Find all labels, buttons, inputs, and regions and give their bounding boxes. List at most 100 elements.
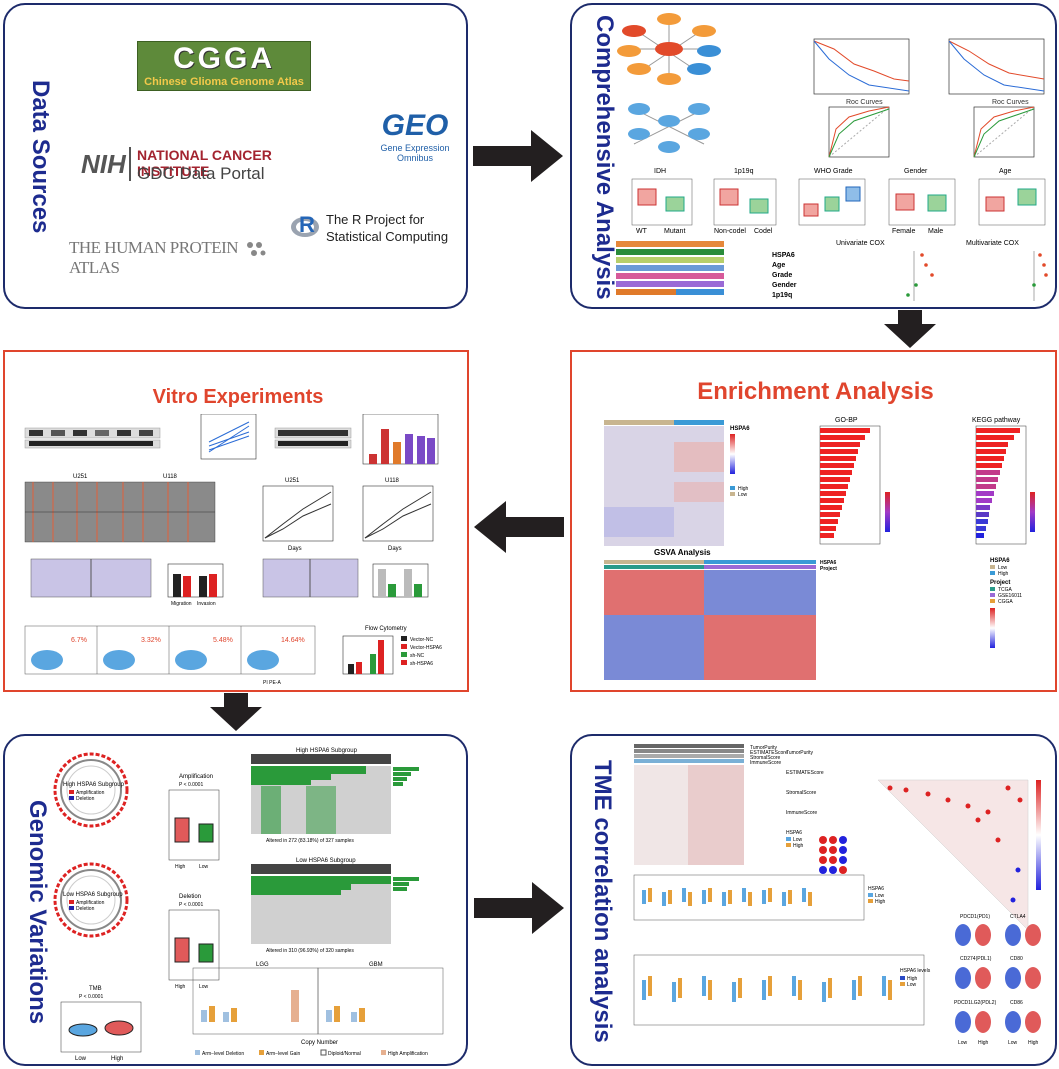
- enrichment-panel: Enrichment Analysis HSPA6 High Low G: [570, 350, 1057, 692]
- tme-legend-purity: TumorPurity: [786, 750, 814, 756]
- tme-heatmap: TumorPurity ESTIMATEScore StromalScore I…: [634, 744, 824, 865]
- mrna-legend-title: HSPA6 levels: [900, 968, 931, 974]
- tmb-title: TMB: [89, 986, 102, 992]
- del-box-p: P < 0.0001: [179, 902, 203, 908]
- tme-row-stromal: StromalScore: [750, 755, 781, 761]
- flow-cytometry: 6.7% 3.32% 5.48% 14.64% PI PE-A Flow Cyt…: [24, 625, 442, 686]
- violin-low-1: Low: [958, 1040, 968, 1046]
- tme-legend-estimate: ESTIMATEScore: [786, 770, 824, 776]
- kegg-title: KEGG pathway: [972, 417, 1021, 424]
- circos-high-del: Deletion: [76, 796, 95, 802]
- enrichment-figures: HSPA6 High Low GO-BP: [604, 417, 1035, 680]
- box-idh-mutant: Mutant: [664, 228, 685, 235]
- tme-figures: TumorPurity ESTIMATEScore StromalScore I…: [633, 744, 1041, 1046]
- circos-high: High HSPA6 Subgroup Amplification Deleti…: [53, 752, 129, 828]
- roc-title-1: Roc Curves: [846, 99, 883, 106]
- tmb-low: Low: [75, 1056, 87, 1062]
- box-age-title: Age: [999, 168, 1012, 175]
- heat-legend-hspa6: HSPA6: [730, 426, 750, 432]
- circos-low-del: Deletion: [76, 906, 95, 912]
- infil-legend-high: High: [875, 899, 886, 905]
- box-idh-title: IDH: [654, 168, 666, 175]
- days-label-1: Days: [288, 546, 302, 552]
- gsva-side-hspa6: HSPA6: [990, 558, 1010, 564]
- violin-cd274: CD274(PDL1): [960, 956, 992, 962]
- arrow-right-top: [473, 130, 563, 182]
- del-box-high: High: [175, 984, 186, 990]
- geo-logo-sub: Gene Expression Omnibus: [380, 143, 450, 163]
- mrna-legend-high: High: [907, 976, 918, 982]
- violin-low-2: Low: [1008, 1040, 1018, 1046]
- infil-gbm: GBM: [369, 962, 383, 968]
- amp-box-high: High: [175, 864, 186, 870]
- flow-legend-sh-nc: sh-NC: [410, 653, 425, 659]
- tme-legend-immune: ImmuneScore: [786, 810, 817, 816]
- cox-univariate-title: Univariate COX: [836, 240, 885, 247]
- data-sources-title: Data Sources: [27, 80, 54, 234]
- nci-name: NATIONAL CANCER INSTITUTE: [137, 147, 272, 179]
- roc-curves: Roc Curves Roc Curves: [828, 99, 1035, 158]
- tme-row-immune: ImmuneScore: [750, 760, 781, 766]
- hpa-logo: THE HUMAN PROTEIN ATLAS: [69, 238, 269, 277]
- violin-pdcd1: PDCD1(PD1): [960, 914, 990, 920]
- infil-legend-diploid: Diploid/Normal: [328, 1051, 361, 1057]
- mrna-legend-low: Low: [907, 982, 917, 988]
- checkpoint-violins: PDCD1(PD1) CTLA4 CD274(PDL1) CD80 PDCD1L…: [954, 914, 1041, 1046]
- circos-high-label: High HSPA6 Subgroup: [63, 782, 125, 788]
- tme-legend-hspa6: HSPA6: [786, 830, 802, 836]
- r-logo-icon: [291, 217, 319, 237]
- violin-ctla4: CTLA4: [1010, 914, 1026, 920]
- clinical-heatmap: [616, 241, 724, 295]
- tme-row-estimate: ESTIMATEScore: [750, 750, 788, 756]
- tme-row-purity: TumorPurity: [750, 745, 778, 751]
- nih-badge: NIH: [81, 147, 131, 181]
- wound-healing: U251 U118: [24, 474, 216, 543]
- oncoplot-high: High HSPA6 Subgroup Altered in 272 (83.1…: [251, 748, 419, 844]
- flow-pct-2: 3.32%: [141, 637, 161, 644]
- go-bp-title: GO-BP: [835, 417, 858, 424]
- cgga-logo-sub: Chinese Glioma Genome Atlas: [144, 76, 304, 88]
- tmb-high: High: [111, 1056, 123, 1062]
- infil-legend-low: Low: [875, 893, 885, 899]
- ppi-network: [617, 13, 721, 153]
- enrichment-title: Enrichment Analysis: [697, 378, 934, 405]
- wound-u251-label: U251: [73, 474, 88, 480]
- box-1p19q-noncodel: Non-codel: [714, 228, 746, 235]
- clinical-boxplots: IDH WT Mutant 1p19q Non-codel Codel WHO …: [631, 168, 1046, 235]
- cox-row-grade: Grade: [772, 272, 792, 279]
- flow-pct-3: 5.48%: [213, 637, 233, 644]
- flow-axis-label: PI PE-A: [263, 680, 281, 686]
- oncoplot-low: Low HSPA6 Subgroup Altered in 310 (96.93…: [251, 858, 419, 954]
- km-curves: [813, 38, 1045, 95]
- cox-row-age: Age: [772, 262, 785, 269]
- tme-legend-high: High: [793, 843, 804, 849]
- box-1p19q-title: 1p19q: [734, 168, 754, 175]
- wound-u118-label: U118: [163, 474, 178, 480]
- cgga-logo: CGGA Chinese Glioma Genome Atlas: [137, 41, 311, 91]
- go-heatmap: HSPA6 High Low: [604, 420, 750, 546]
- violin-high-2: High: [1028, 1040, 1039, 1046]
- r-line1: The R Project for: [326, 212, 425, 227]
- oncoplot-low-altered: Altered in 310 (96.93%) of 320 samples: [266, 948, 354, 954]
- oncoplot-high-title: High HSPA6 Subgroup: [296, 748, 358, 754]
- genomic-title: Genomic Variations: [24, 800, 51, 1025]
- days-label-2: Days: [388, 546, 402, 552]
- infil-lgg: LGG: [256, 962, 269, 968]
- go-bp-bars: GO-BP: [819, 417, 890, 545]
- flow-pct-1: 6.7%: [71, 637, 87, 644]
- correlation-matrix: [819, 779, 1041, 931]
- geo-logo: GEO Gene Expression Omnibus: [365, 109, 465, 163]
- violin-cd80: CD80: [1010, 956, 1023, 962]
- genomic-figures: High HSPA6 Subgroup Amplification Deleti…: [53, 748, 444, 1062]
- genomic-panel: Genomic Variations High HSPA6 Subgroup A…: [3, 734, 468, 1066]
- western-blot: [24, 427, 352, 449]
- cgga-logo-main: CGGA: [173, 42, 275, 75]
- r-project-logo: R The R Project for Statistical Computin…: [290, 210, 470, 250]
- infil-legend-high-amp: High Amplification: [388, 1051, 428, 1057]
- gsva-side-high: High: [998, 571, 1009, 577]
- oncoplot-low-title: Low HSPA6 Subgroup: [296, 858, 356, 864]
- transwell-images: Migration Invasion: [30, 558, 429, 607]
- hpa-text: THE HUMAN PROTEIN ATLAS: [69, 238, 239, 277]
- comprehensive-figures: Roc Curves Roc Curves IDH WT Mutant 1p19…: [616, 13, 1048, 301]
- paired-plot: [200, 414, 257, 460]
